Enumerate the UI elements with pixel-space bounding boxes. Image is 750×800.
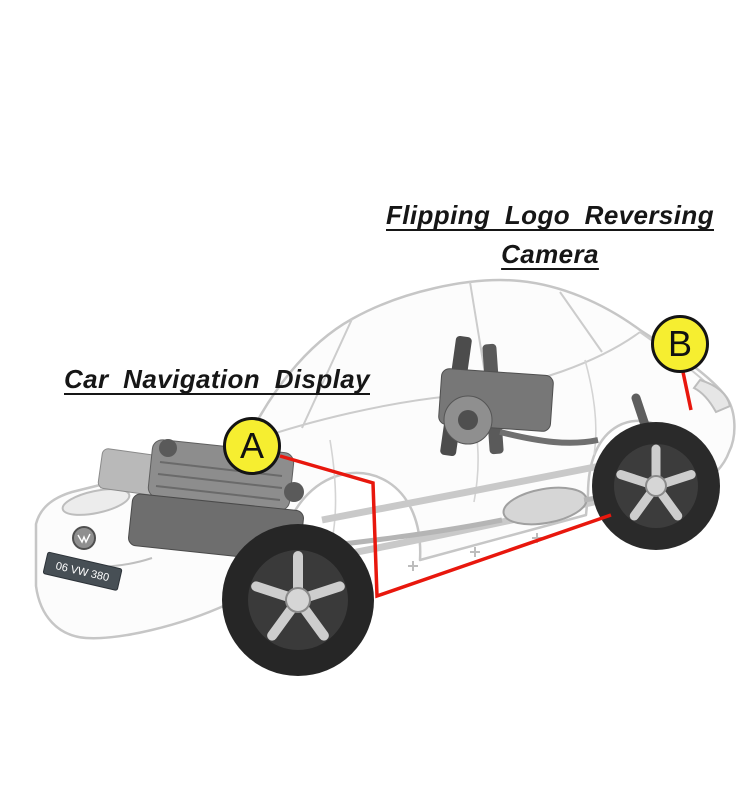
vw-badge-mark bbox=[77, 533, 91, 544]
rear-axle-assembly bbox=[438, 335, 732, 457]
label-navigation-display: Car Navigation Display bbox=[64, 364, 370, 395]
front-end: 06 VW 380 bbox=[42, 488, 153, 591]
spare-disc-hub bbox=[458, 410, 478, 430]
label-navigation-display-text: Car Navigation Display bbox=[64, 364, 370, 394]
rear-subframe bbox=[499, 429, 599, 446]
rear-wheel bbox=[592, 422, 720, 550]
taillight bbox=[692, 378, 732, 414]
label-reversing-camera-line2: Camera bbox=[501, 239, 599, 269]
frame-rail-upper bbox=[321, 462, 601, 524]
rear-hub bbox=[645, 475, 667, 497]
headlight bbox=[61, 488, 131, 516]
license-plate: 06 VW 380 bbox=[42, 551, 123, 591]
callout-b-badge: B bbox=[651, 315, 709, 373]
label-reversing-camera-line1: Flipping Logo Reversing bbox=[386, 200, 714, 230]
connector-line-a bbox=[279, 454, 612, 599]
label-reversing-camera: Flipping Logo Reversing Camera bbox=[380, 196, 720, 274]
engine-ribs bbox=[155, 461, 283, 501]
callout-b-letter: B bbox=[667, 323, 692, 364]
front-hub bbox=[285, 587, 311, 613]
callout-a-badge: A bbox=[223, 417, 281, 475]
callout-a-letter: A bbox=[239, 425, 264, 466]
front-wheel bbox=[222, 524, 374, 676]
front-spokes bbox=[251, 551, 345, 641]
strut-top-right bbox=[284, 482, 304, 502]
strut-top-left bbox=[159, 439, 177, 457]
rear-spokes bbox=[616, 444, 696, 521]
floor-fixing-marks bbox=[408, 533, 542, 571]
connector-line-b bbox=[681, 371, 693, 411]
